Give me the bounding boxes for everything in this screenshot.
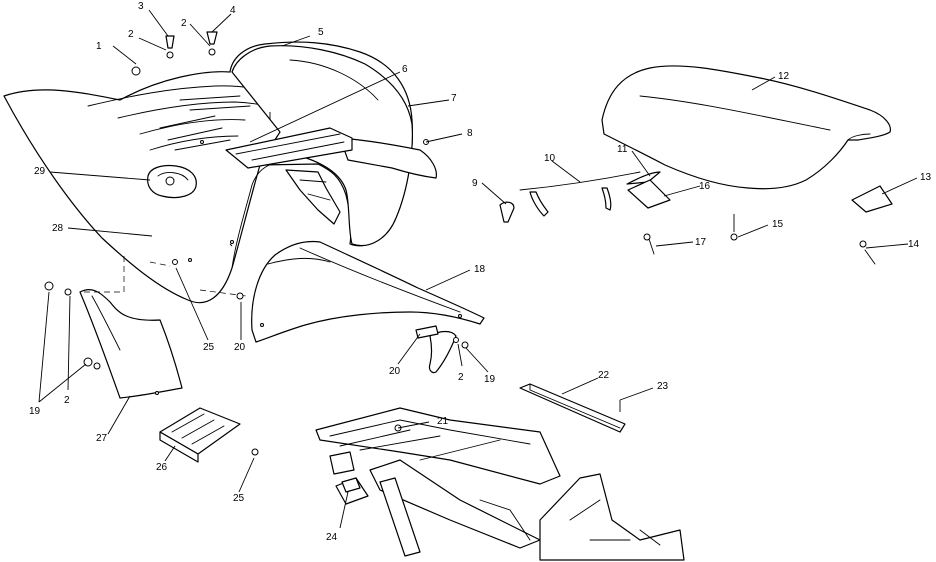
callout-18: 18 (474, 264, 486, 275)
callout-7: 7 (451, 93, 457, 104)
top-fasteners (131, 31, 429, 145)
callout-19-a: 19 (29, 406, 41, 417)
callout-20-b: 20 (389, 366, 401, 377)
callout-29: 29 (34, 166, 46, 177)
callout-4: 4 (230, 5, 236, 16)
callout-5: 5 (318, 27, 324, 38)
callout-labels: 1 2 3 2 4 5 6 7 8 9 10 11 12 13 14 15 16… (29, 1, 932, 543)
callout-14: 14 (908, 239, 920, 250)
callout-20-a: 20 (234, 342, 246, 353)
assembly-line-left (80, 256, 247, 297)
callout-24: 24 (326, 532, 338, 543)
callout-23: 23 (657, 381, 669, 392)
callout-12: 12 (778, 71, 790, 82)
callout-26: 26 (156, 462, 168, 473)
callout-19-b: 19 (484, 374, 496, 385)
callout-10: 10 (544, 153, 556, 164)
callout-15: 15 (772, 219, 784, 230)
callout-2-c: 2 (64, 395, 70, 406)
leader-lines (38, 9, 918, 529)
mud-flap-left (79, 289, 183, 399)
side-fender-panel (251, 240, 485, 343)
callout-3: 3 (138, 1, 144, 12)
callout-2-b: 2 (181, 18, 187, 29)
callout-2-d: 2 (458, 372, 464, 383)
callout-25-b: 25 (233, 493, 245, 504)
mud-flap-right (428, 330, 457, 374)
seat-bracket (519, 383, 626, 433)
seat (601, 65, 891, 190)
callout-21: 21 (437, 416, 449, 427)
footrest (159, 407, 259, 463)
callout-1: 1 (96, 41, 102, 52)
callout-11: 11 (617, 144, 628, 155)
frame (315, 407, 685, 561)
callout-9: 9 (472, 178, 478, 189)
callout-13: 13 (920, 172, 932, 183)
callout-28: 28 (52, 223, 64, 234)
side-fasteners (44, 259, 469, 493)
callout-22: 22 (598, 370, 610, 381)
rear-fender-assembly (3, 41, 437, 304)
callout-8: 8 (467, 128, 473, 139)
callout-25-a: 25 (203, 342, 215, 353)
seat-latch-parts (499, 171, 893, 265)
callout-2-a: 2 (128, 29, 134, 40)
callout-17: 17 (695, 237, 707, 248)
callout-6: 6 (402, 64, 408, 75)
callout-27: 27 (96, 433, 108, 444)
callout-16: 16 (699, 181, 711, 192)
